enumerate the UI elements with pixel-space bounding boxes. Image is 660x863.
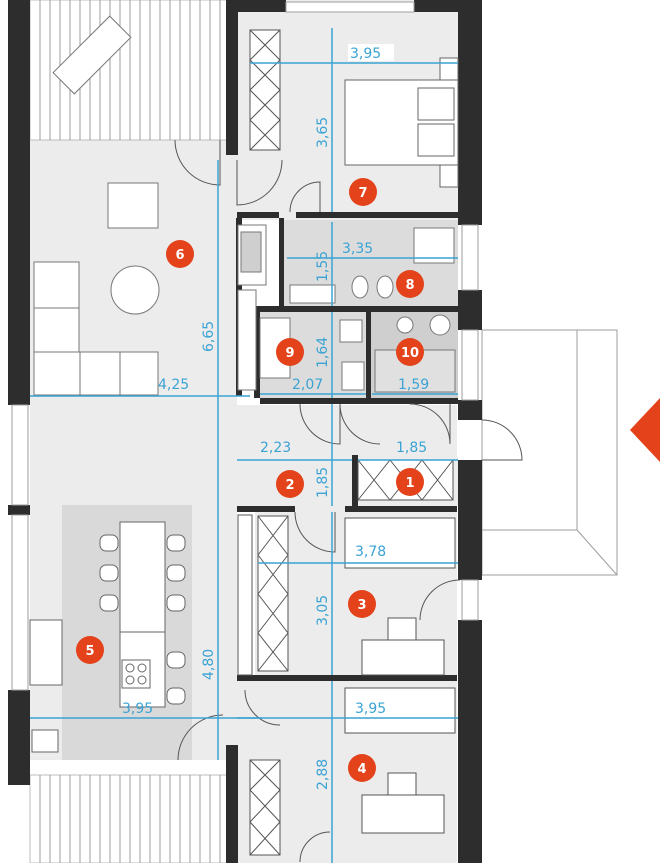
dim-r9-width: 2,07	[292, 377, 323, 393]
room4-furniture	[249, 687, 456, 856]
room-marker-7: 7	[349, 178, 377, 206]
dim-r8-depth: 1,55	[315, 251, 331, 282]
svg-text:4: 4	[357, 762, 366, 777]
room-marker-6: 6	[166, 240, 194, 268]
kitchen-counter	[237, 224, 267, 391]
svg-text:3: 3	[357, 598, 366, 613]
room3-furniture	[257, 515, 456, 676]
entrance-arrow-icon	[630, 398, 660, 462]
dim-r9-depth: 1,64	[315, 337, 331, 368]
dim-r4-depth: 2,88	[315, 759, 331, 790]
wardrobe-bedroom7	[249, 29, 281, 151]
dim-r7-width: 3,95	[350, 46, 381, 62]
dim-r4-width: 3,95	[355, 701, 386, 717]
dim-r5-depth: 4,80	[201, 649, 217, 680]
terrace-top	[29, 0, 228, 141]
svg-text:8: 8	[405, 278, 414, 293]
room-marker-9: 9	[276, 338, 304, 366]
dimension-labels: 3,95 3,65 3,35 1,55 1,64 2,07 1,59 4,25 …	[122, 44, 429, 790]
svg-text:7: 7	[358, 186, 367, 201]
room-markers: 1 2 3 4 5 6 7 8	[76, 178, 424, 782]
doors	[174, 139, 523, 863]
svg-text:9: 9	[285, 346, 294, 361]
bathroom-fixtures	[259, 227, 456, 393]
svg-text:1: 1	[405, 476, 414, 491]
living-furniture	[33, 182, 160, 396]
room-marker-1: 1	[396, 468, 424, 496]
windows	[11, 1, 479, 691]
dim-r3-width: 3,78	[355, 544, 386, 560]
svg-text:2: 2	[285, 478, 294, 493]
entrance-porch	[481, 329, 618, 576]
room-marker-10: 10	[396, 338, 424, 366]
dim-r2-width: 2,23	[260, 440, 291, 456]
dim-r6-width: 4,25	[158, 377, 189, 393]
dim-r6-depth: 6,65	[201, 321, 217, 352]
room-marker-5: 5	[76, 636, 104, 664]
svg-text:5: 5	[85, 644, 94, 659]
dim-r1-width: 1,85	[396, 440, 427, 456]
dim-r10-width: 1,59	[398, 377, 429, 393]
dimension-lines	[30, 28, 458, 863]
bed-room7	[344, 57, 459, 188]
dim-r7-depth: 3,65	[315, 117, 331, 148]
room-marker-3: 3	[348, 590, 376, 618]
dim-r8-width: 3,35	[342, 241, 373, 257]
hall-wardrobe	[237, 459, 454, 676]
svg-text:10: 10	[401, 346, 419, 361]
dim-r3-depth: 3,05	[315, 595, 331, 626]
terrace-bottom	[29, 774, 228, 863]
room-marker-2: 2	[276, 470, 304, 498]
dim-r2-depth: 1,85	[315, 467, 331, 498]
room-marker-8: 8	[396, 270, 424, 298]
svg-text:6: 6	[175, 248, 184, 263]
dim-r5-width: 3,95	[122, 701, 153, 717]
room-marker-4: 4	[348, 754, 376, 782]
dining-table-chairs	[29, 521, 186, 753]
